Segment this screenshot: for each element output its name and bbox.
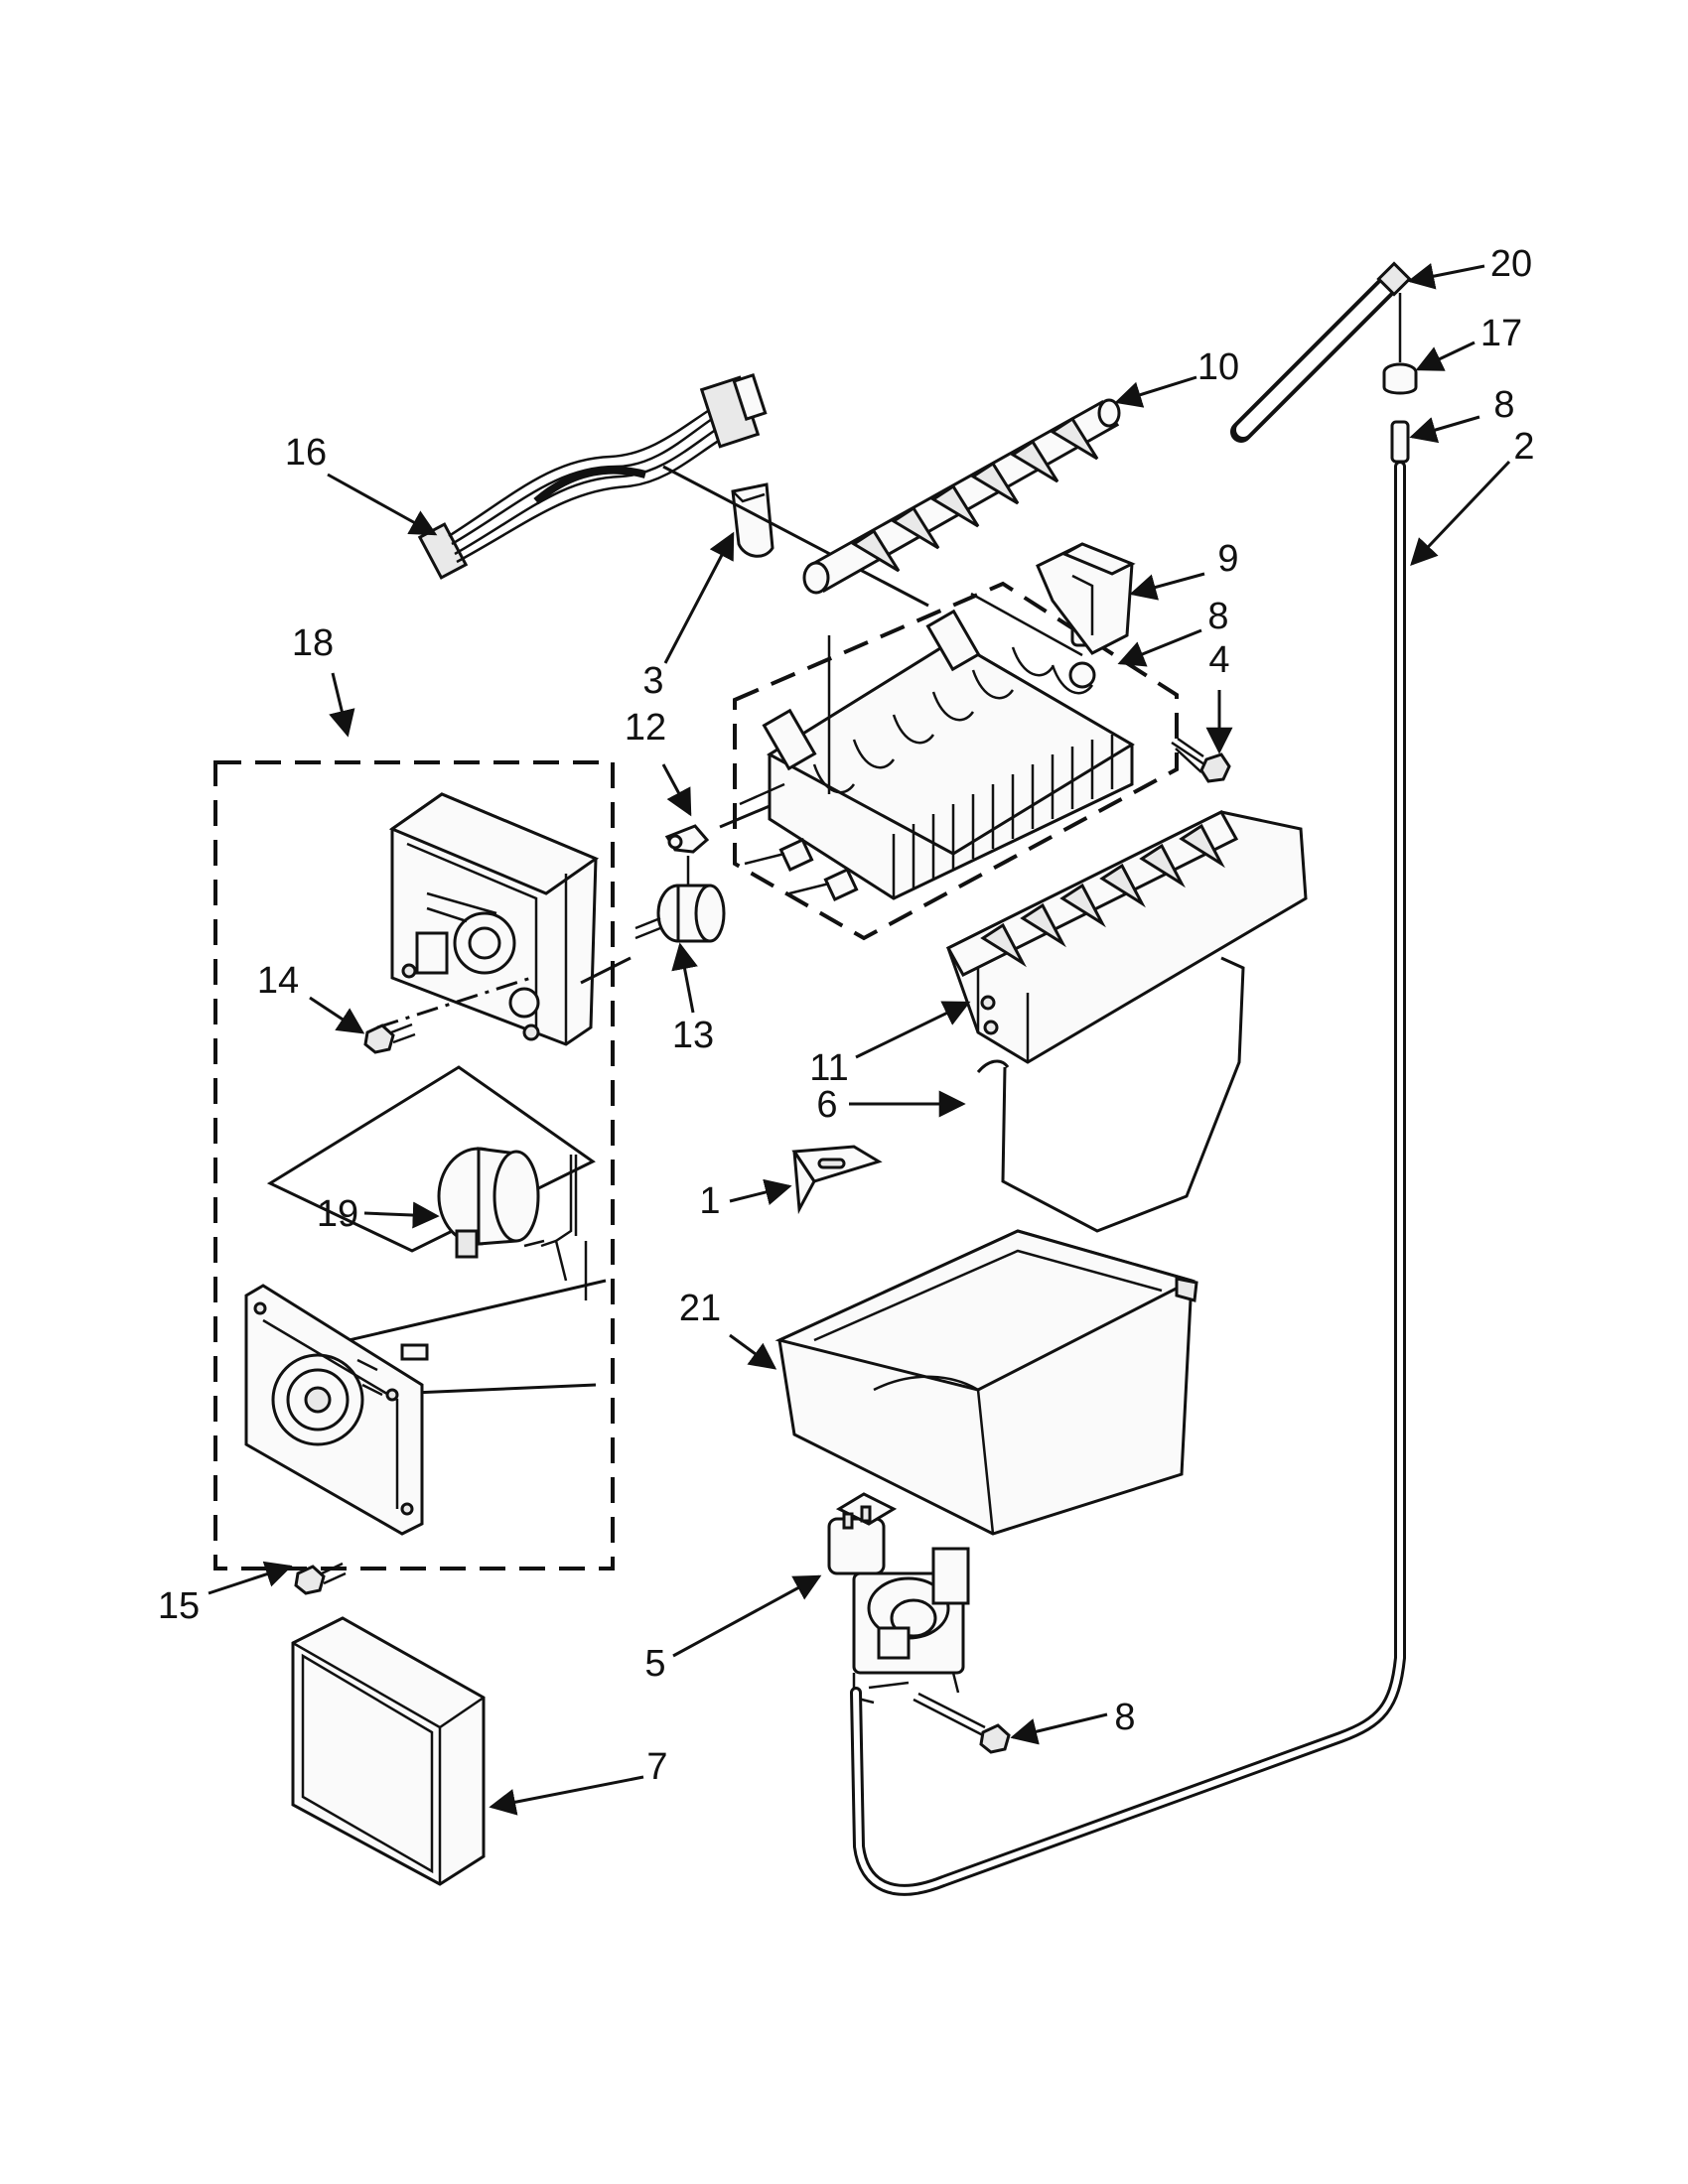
callout-6: 6 (816, 1084, 837, 1126)
water-tube-part-2 (850, 461, 1406, 1896)
callout-9: 8 (1207, 596, 1228, 637)
callout-10: 9 (1217, 538, 1238, 580)
thermostat-part-14 (634, 856, 726, 943)
callout-16: 15 (158, 1585, 200, 1627)
leader-12 (855, 1001, 971, 1059)
leader-21 (1407, 262, 1485, 290)
callout-22: 21 (679, 1288, 721, 1329)
callout-13: 12 (625, 707, 666, 749)
motor-part-20 (266, 1065, 596, 1300)
cover-part-7 (291, 1616, 486, 1886)
mold-dashed-outline (733, 581, 1179, 941)
ice-bin-part-22 (774, 1229, 1198, 1536)
leader-2 (1410, 460, 1511, 566)
leader-17 (327, 473, 438, 536)
thermostat-lead-wire (719, 804, 771, 829)
callout-2: 2 (1513, 426, 1534, 468)
leader-1 (729, 1178, 792, 1205)
screw-axis-line (376, 976, 532, 1029)
fill-tube-part-21 (1230, 261, 1412, 443)
backplate-part-19 (244, 1279, 607, 1536)
leader-15 (309, 996, 365, 1034)
control-assembly-dashed-box (213, 760, 615, 1570)
wire-harness-part-17 (417, 372, 768, 580)
leader-10 (1129, 572, 1205, 601)
leader-9 (1117, 628, 1202, 667)
callout-1: 1 (699, 1180, 720, 1222)
callout-4: 4 (1208, 639, 1229, 681)
water-valve-part-5 (827, 1492, 970, 1705)
leader-5 (672, 1574, 822, 1658)
fill-cup-part-10 (1036, 542, 1136, 655)
callout-7: 7 (646, 1746, 667, 1788)
grommet-part-18 (1382, 362, 1418, 395)
thermostat-clip-part-13 (664, 824, 710, 854)
callout-11: 10 (1197, 346, 1239, 388)
leader-3 (663, 531, 735, 664)
mold-part-9 (739, 592, 1135, 902)
screw-part-16 (294, 1562, 347, 1595)
control-housing-part-19 (388, 792, 600, 1046)
leader-8-lower (1010, 1712, 1108, 1745)
leader-18 (1415, 341, 1476, 371)
screw-part-4 (1171, 737, 1231, 783)
housing-link-line (580, 956, 632, 985)
leader-13 (661, 763, 692, 817)
stripper-part-12 (945, 810, 1308, 1064)
callout-19: 18 (292, 622, 334, 664)
callout-5: 5 (644, 1643, 665, 1685)
wire-bail-part-6 (1001, 956, 1245, 1233)
leader-7 (489, 1775, 644, 1816)
screw-part-8-lower (913, 1692, 1011, 1754)
leader-22 (729, 1333, 777, 1370)
screw-part-15 (363, 1023, 416, 1054)
leader-14 (671, 942, 698, 1014)
callout-8-upper: 8 (1493, 384, 1514, 426)
callout-12: 11 (809, 1047, 848, 1089)
callout-8-lower: 8 (1114, 1697, 1135, 1738)
bracket-part-1 (791, 1145, 883, 1215)
wire-bail-hook (976, 1059, 1010, 1073)
callout-14: 13 (672, 1015, 714, 1056)
assembly-line (662, 465, 929, 608)
leader-lines (208, 262, 1511, 1816)
callout-20: 19 (317, 1193, 358, 1235)
callout-15: 14 (257, 960, 299, 1002)
callout-21: 20 (1490, 243, 1532, 285)
leader-16 (208, 1561, 293, 1595)
coupling-part-8-upper (1390, 420, 1410, 464)
leader-8-upper (1409, 415, 1480, 444)
callout-labels: 16 3 10 9 8 4 20 17 8 2 18 12 13 14 11 6… (158, 243, 1535, 1788)
clip-part-3 (731, 482, 774, 558)
leader-20 (363, 1201, 440, 1229)
leader-19 (329, 672, 355, 738)
callout-3: 3 (642, 660, 663, 702)
callout-18: 17 (1480, 313, 1522, 354)
callout-17: 16 (285, 432, 327, 474)
ejector-part-11 (802, 398, 1121, 595)
leader-11 (1114, 375, 1197, 408)
